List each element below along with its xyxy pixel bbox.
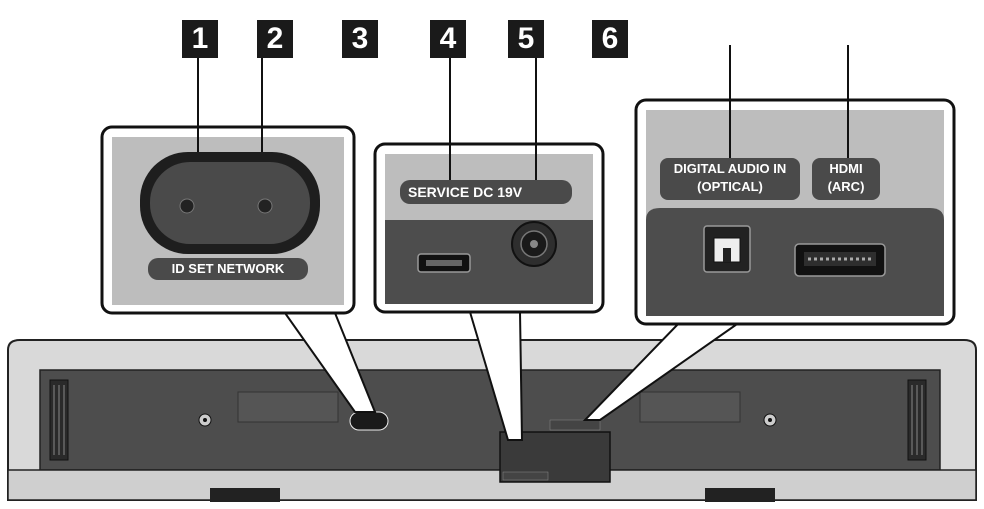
callout-number-4: 4 [430, 20, 466, 58]
body-port-label-tag [549, 419, 601, 431]
callout-number-2: 2 [257, 20, 293, 58]
body-id-set-button [349, 411, 389, 431]
callout-number-6: 6 [592, 20, 628, 58]
callout-number-5: 5 [508, 20, 544, 58]
callout-number-3: 3 [342, 20, 378, 58]
screw-hole-icon [763, 413, 777, 427]
panel-left [100, 125, 356, 315]
panel-middle [373, 142, 605, 314]
digital-audio-in-label: DIGITAL AUDIO IN (OPTICAL) [660, 160, 800, 196]
body-label-plate-left [237, 391, 339, 423]
body-service-label-tag [502, 471, 549, 481]
callout-number-1: 1 [182, 20, 218, 58]
panel-right [634, 98, 956, 326]
body-label-plate-right [639, 391, 741, 423]
screw-hole-icon [198, 413, 212, 427]
id-set-network-label: ID SET NETWORK [171, 261, 285, 276]
hdmi-line2: (ARC) [827, 179, 865, 194]
hdmi-line1: HDMI [829, 161, 863, 176]
speaker-grille-right [907, 379, 927, 461]
hdmi-arc-label: HDMI (ARC) [812, 160, 880, 196]
digital-audio-in-line1: DIGITAL AUDIO IN [673, 161, 787, 176]
service-dc-label: SERVICE DC 19V [408, 184, 523, 200]
digital-audio-in-line2: (OPTICAL) [697, 179, 763, 194]
speaker-grille-left [49, 379, 69, 461]
